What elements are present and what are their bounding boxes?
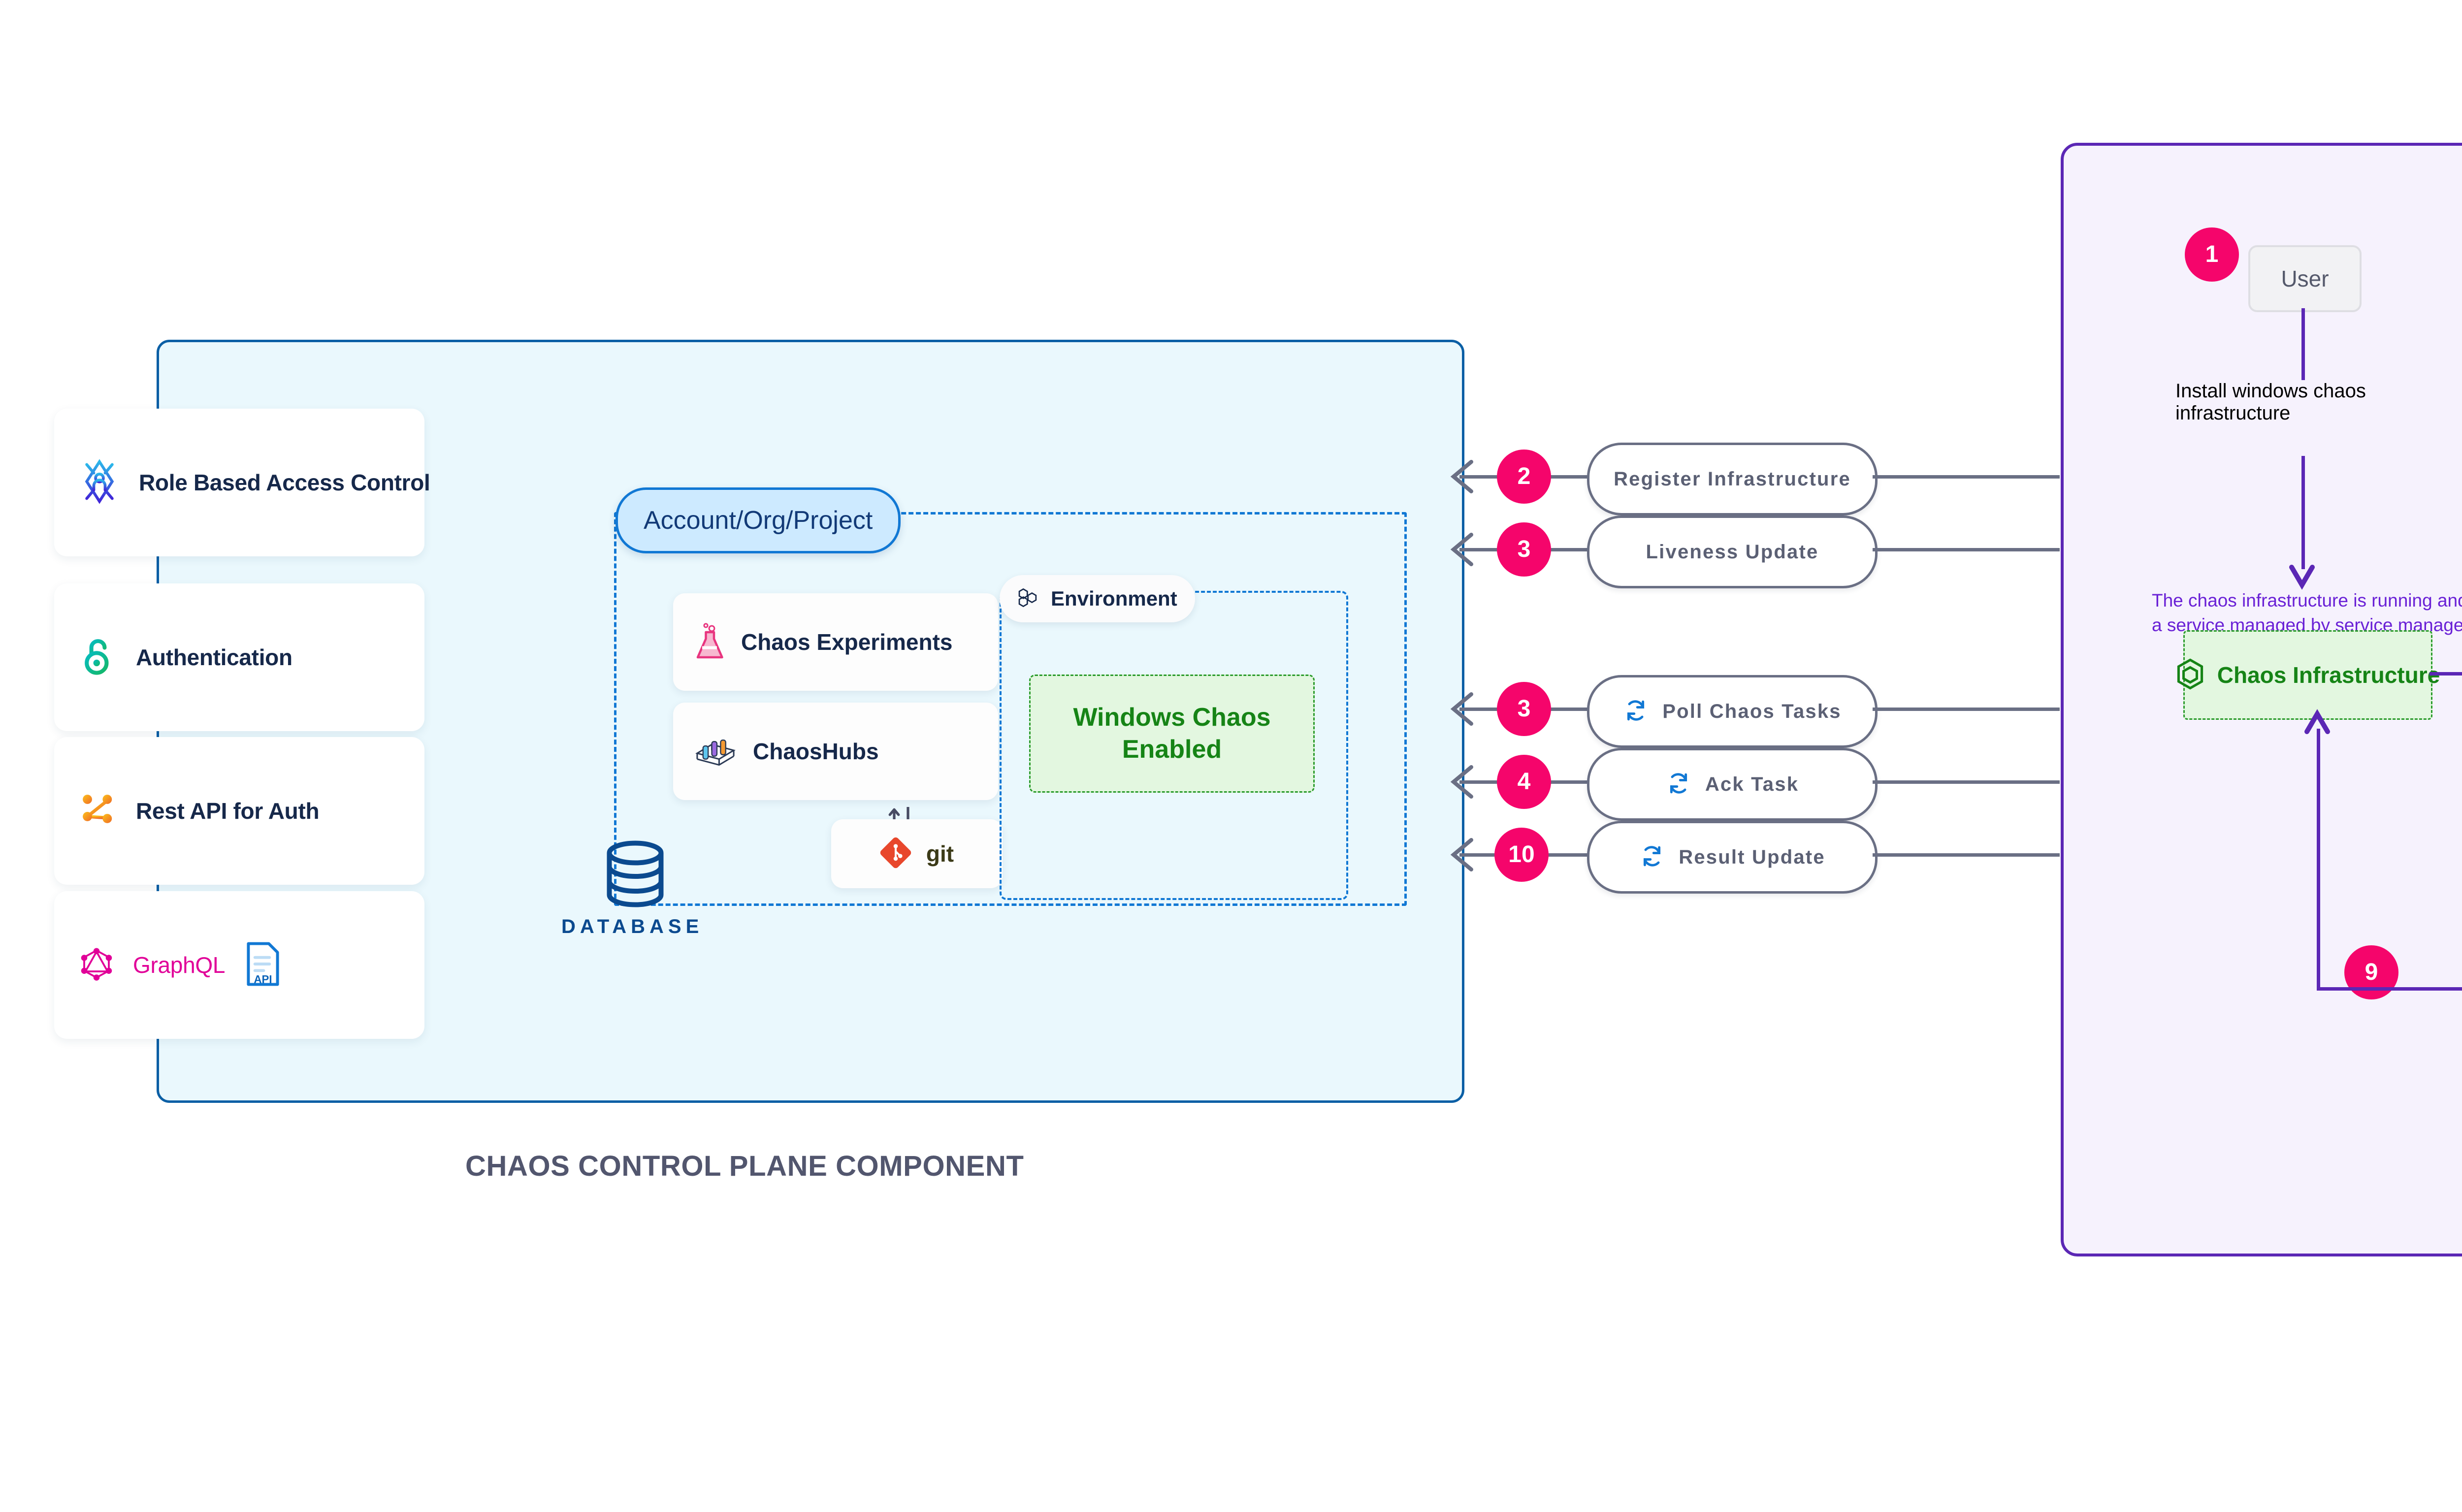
service-card-rest-api[interactable]: Rest API for Auth <box>54 737 424 885</box>
service-card-rbac[interactable]: Role Based Access Control <box>54 409 430 556</box>
arrow-left-icon <box>1448 836 1477 876</box>
chaos-infrastructure-node: Chaos Infrastructure <box>2177 630 2440 720</box>
svg-text:API: API <box>254 973 272 985</box>
test-tube-rack-icon <box>693 731 738 772</box>
git-icon <box>880 837 911 871</box>
rbac-icon <box>77 458 122 507</box>
flow-line <box>2301 456 2305 569</box>
arrow-left-icon <box>1448 458 1477 498</box>
user-node: User <box>2248 245 2362 312</box>
card-git[interactable]: git <box>831 819 1003 888</box>
connector-line <box>1873 548 2060 551</box>
connector-poll-chaos-tasks[interactable]: Poll Chaos Tasks <box>1587 675 1878 748</box>
connector-line <box>1873 853 2060 857</box>
card-chaos-experiments[interactable]: Chaos Experiments <box>673 593 998 691</box>
step-badge-user: 1 <box>2185 227 2239 282</box>
arrow-up-icon <box>2302 708 2332 740</box>
api-share-icon <box>77 789 119 834</box>
arrow-left-icon <box>1448 763 1477 803</box>
service-card-label: Rest API for Auth <box>136 798 320 824</box>
connector-line <box>1873 708 2060 711</box>
connector-result-update[interactable]: Result Update <box>1587 821 1878 894</box>
account-org-project-chip[interactable]: Account/Org/Project <box>616 487 901 553</box>
arrow-down-icon <box>2287 561 2317 593</box>
step-badge: 3 <box>1497 522 1551 577</box>
connector-ack-task[interactable]: Ack Task <box>1587 748 1878 821</box>
control-plane-caption: CHAOS CONTROL PLANE COMPONENT <box>465 1150 1024 1182</box>
chaos-infrastructure-label: Chaos Infrastructure <box>2217 662 2440 688</box>
connector-liveness-update[interactable]: Liveness Update <box>1587 515 1878 588</box>
database-icon <box>601 839 670 916</box>
service-card-label: GraphQL <box>133 952 226 978</box>
install-windows-chaos-infrastructure-node: Install windows chaos infrastructure <box>2175 380 2366 424</box>
connector-label: Poll Chaos Tasks <box>1662 700 1842 722</box>
flow-line <box>2317 729 2320 989</box>
database-label: DATABASE <box>561 916 704 937</box>
connector-label: Result Update <box>1679 846 1825 868</box>
step-badge: 4 <box>1497 755 1551 809</box>
account-org-project-region <box>614 512 1407 906</box>
account-org-project-label: Account/Org/Project <box>644 506 873 535</box>
environment-chip[interactable]: Environment <box>1000 575 1195 622</box>
connector-line <box>1873 475 2060 479</box>
connector-label: Register Infrastructure <box>1614 468 1851 490</box>
flow-line <box>2301 308 2305 380</box>
api-document-icon: API <box>245 941 281 989</box>
sync-icon <box>1639 843 1665 871</box>
service-card-label: Authentication <box>136 644 292 670</box>
card-chaoshubs[interactable]: ChaosHubs <box>673 703 998 800</box>
windows-chaos-enabled-status: Windows Chaos Enabled <box>1029 675 1315 793</box>
arrow-left-icon <box>1448 531 1477 571</box>
environment-label: Environment <box>1051 587 1177 610</box>
sync-icon <box>1623 698 1649 726</box>
service-card-authentication[interactable]: Authentication <box>54 583 424 731</box>
lock-icon <box>77 635 119 680</box>
graphql-icon <box>77 944 116 986</box>
flask-icon <box>693 622 726 663</box>
connector-line <box>1873 780 2060 784</box>
connector-register-infrastructure[interactable]: Register Infrastructure <box>1587 443 1878 515</box>
harness-hexagon-icon <box>2176 658 2204 692</box>
step-badge: 3 <box>1497 682 1551 736</box>
step-badge: 10 <box>1494 828 1549 882</box>
step-badge-generate: 9 <box>2344 945 2398 999</box>
connector-label: Liveness Update <box>1646 541 1819 563</box>
card-label: git <box>926 841 954 867</box>
card-label: Chaos Experiments <box>741 629 953 655</box>
hexagon-cluster-icon <box>1017 586 1040 611</box>
step-badge: 2 <box>1497 450 1551 504</box>
flow-line <box>2317 987 2462 991</box>
service-card-graphql[interactable]: GraphQL API <box>54 891 424 1039</box>
arrow-left-icon <box>1448 690 1477 730</box>
flow-line <box>2430 672 2462 676</box>
sync-icon <box>1666 771 1691 799</box>
connector-label: Ack Task <box>1705 773 1799 795</box>
card-label: ChaosHubs <box>753 739 879 764</box>
service-card-label: Role Based Access Control <box>139 470 430 495</box>
